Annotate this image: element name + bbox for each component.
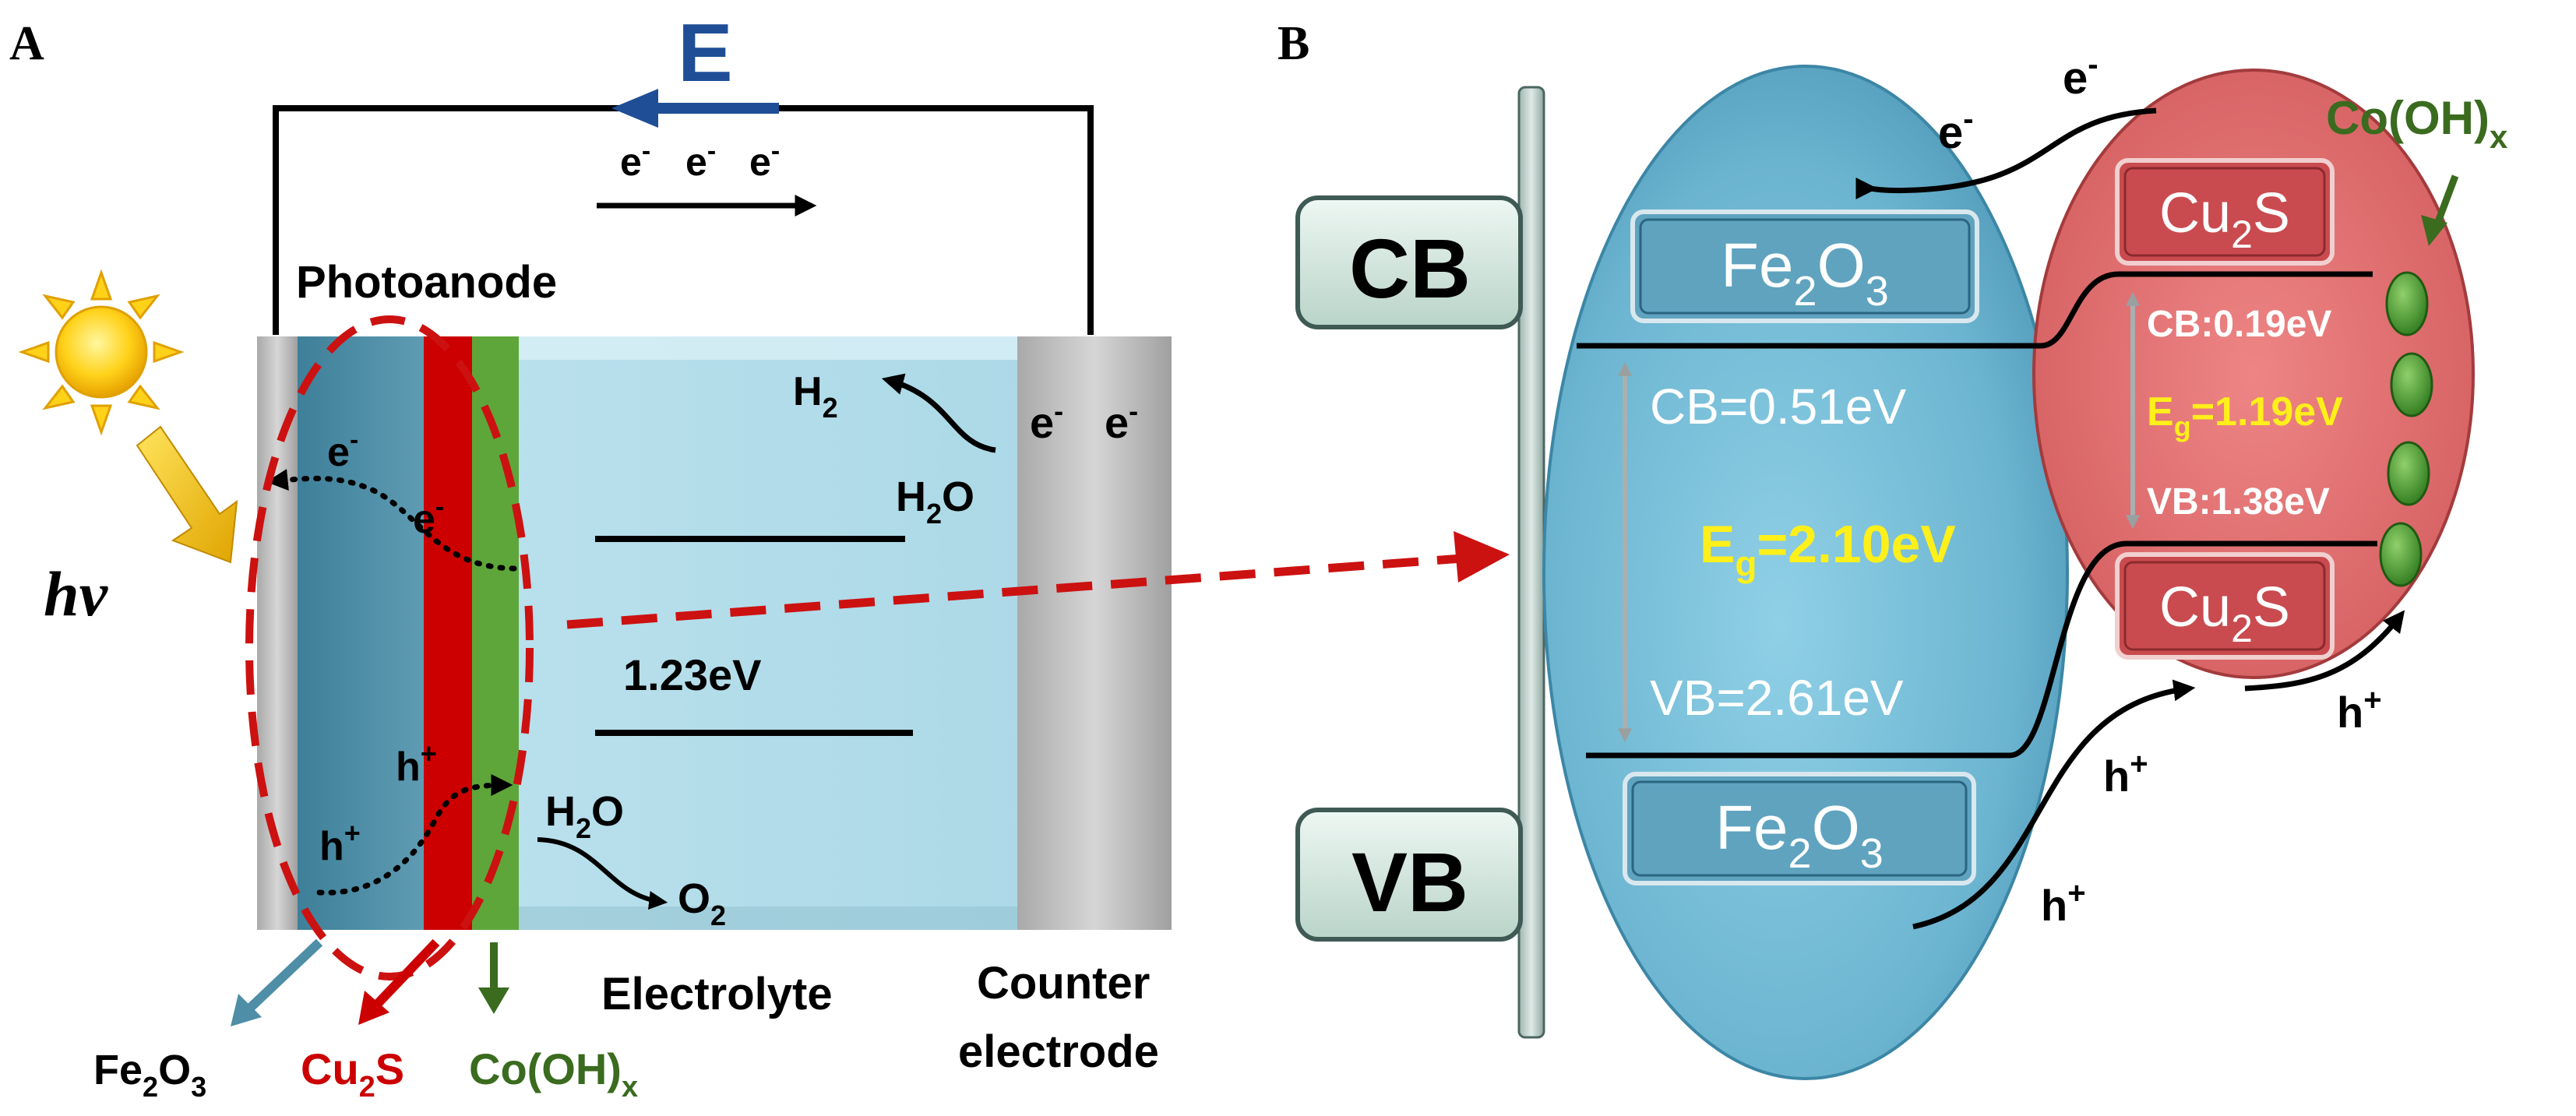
cu2s-top-box — [2115, 158, 2335, 266]
circuit-electron-2: e — [685, 140, 707, 184]
cu2s-layer — [424, 336, 472, 930]
cooh-particle-3 — [2387, 441, 2430, 506]
electron-transfer-b — [1855, 107, 2157, 200]
fe2o3-layer — [298, 336, 424, 930]
o2-arrow — [537, 837, 668, 910]
fe-cb-label: CB=0.51eV — [1650, 378, 1906, 435]
svg-text:e-: e- — [1105, 395, 1138, 447]
cooh-label: Co(OH)x — [469, 1044, 638, 1104]
h2o-top-label: H2O — [896, 474, 974, 530]
cooh-pointer-head — [478, 988, 509, 1014]
cu-vb-label: VB:1.38eV — [2147, 481, 2330, 523]
electron-mid-b-label: e- — [1938, 102, 1974, 158]
cu2s-top-label: Cu2S — [2159, 182, 2290, 256]
cu2s-bottom-box — [2115, 552, 2335, 660]
potential-label: 1.23eV — [623, 650, 762, 699]
fe2o3-bottom-box — [1623, 772, 1976, 885]
fe2o3-pointer — [241, 938, 323, 1016]
cooh-particle-1 — [2385, 271, 2429, 336]
cb-box — [1295, 195, 1523, 329]
cooh-b-label: Co(OH)x — [2326, 92, 2508, 155]
fto-substrate — [257, 336, 298, 930]
cu-cb-label: CB:0.19eV — [2147, 304, 2331, 345]
hole-2-label: h+ — [2103, 747, 2148, 801]
circuit-electron-3: e — [749, 140, 771, 184]
electron-transfer-path — [266, 469, 517, 572]
svg-text:e-: e- — [749, 136, 780, 184]
counter-label-1: Counter — [977, 958, 1150, 1009]
h2-label: H2 — [793, 369, 838, 424]
counter-electrode-plate — [1017, 336, 1172, 930]
fe2o3-pointer-head — [231, 994, 262, 1026]
photoanode-label: Photoanode — [296, 257, 557, 308]
cooh-b-pointer-head — [2421, 215, 2447, 246]
cooh-b-pointer — [2433, 174, 2459, 227]
fe2o3-top-label: Fe2O3 — [1721, 231, 1889, 315]
electron-left-label: e- — [327, 425, 358, 475]
zoom-link-arrowhead — [1454, 531, 1510, 583]
cooh-particle-2 — [2390, 352, 2433, 417]
svg-text:e-: e- — [1030, 395, 1063, 447]
fe-eg-label: Eg=2.10eV — [1700, 515, 1956, 584]
h2o-bottom-label: H2O — [545, 788, 624, 844]
panel-label-a: A — [9, 17, 44, 70]
h2-arrow — [881, 373, 996, 453]
hole-3-label: h+ — [2337, 683, 2382, 737]
circuit-electrons: e- e- e- — [620, 136, 780, 184]
counter-electrons: e- e- — [1030, 395, 1138, 447]
vb-label: VB — [1351, 835, 1468, 929]
circuit-electron-1: e — [620, 140, 642, 184]
cb-label: CB — [1349, 221, 1471, 315]
hole-transfer-2 — [2244, 610, 2405, 692]
light-arrow-icon — [136, 425, 238, 564]
hole-lower-label: h+ — [319, 817, 361, 869]
valence-band-edge — [1586, 540, 2377, 759]
counter-label-2: electrode — [958, 1026, 1159, 1077]
fe2o3-top-box — [1630, 209, 1979, 323]
svg-text:e-: e- — [685, 136, 716, 184]
light-label: hv — [44, 558, 109, 629]
fe-vb-label: VB=2.61eV — [1650, 670, 1904, 726]
svg-text:e-: e- — [620, 136, 650, 184]
electron-top-label: e- — [2063, 48, 2099, 104]
panel-label-b: B — [1277, 17, 1309, 70]
cu-eg-label: Eg=1.19eV — [2147, 389, 2343, 442]
hole-1-label: h+ — [2041, 876, 2086, 930]
conduction-band-edge — [1577, 271, 2373, 349]
o2-label: O2 — [678, 875, 726, 931]
zoom-link-arrow — [566, 553, 1473, 629]
sun-icon — [18, 269, 185, 436]
fe2o3-label: Fe2O3 — [93, 1047, 206, 1103]
photoanode-highlight — [245, 315, 534, 980]
field-arrowhead — [611, 89, 658, 128]
field-label: E — [678, 7, 733, 99]
cooh-particle-4 — [2379, 522, 2423, 587]
cu2s-pointer — [368, 938, 440, 1013]
fe2o3-bottom-label: Fe2O3 — [1715, 793, 1884, 877]
cooh-particles — [2379, 271, 2433, 587]
cu2s-pointer-head — [358, 991, 389, 1025]
hole-transfer-1 — [1912, 679, 2196, 930]
hole-upper-label: h+ — [396, 738, 437, 790]
cu2s-bottom-label: Cu2S — [2159, 576, 2290, 650]
cu2s-label: Cu2S — [301, 1044, 404, 1104]
vb-box — [1295, 808, 1523, 942]
electrolyte-label: Electrolyte — [601, 969, 833, 1019]
